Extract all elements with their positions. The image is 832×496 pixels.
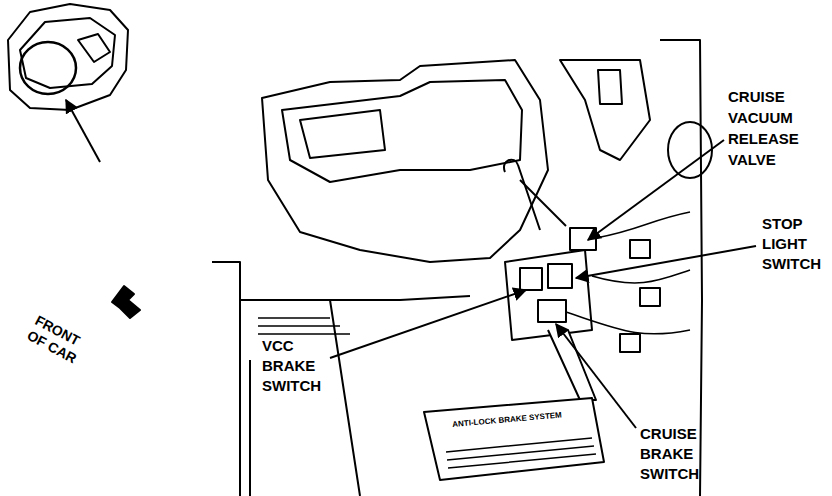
carpet-lines bbox=[258, 318, 350, 334]
console-side bbox=[250, 300, 360, 496]
vacuum-hose bbox=[504, 160, 540, 230]
cruise-switch bbox=[538, 300, 566, 322]
floor-edge bbox=[240, 296, 470, 300]
column bbox=[520, 180, 566, 226]
dash-detail bbox=[300, 110, 385, 158]
leader-line bbox=[330, 290, 526, 358]
leader-line bbox=[576, 246, 756, 278]
inset-interior bbox=[20, 18, 115, 88]
inset-circle bbox=[20, 42, 76, 94]
wires bbox=[566, 212, 690, 334]
connector bbox=[630, 240, 650, 258]
stop-switch bbox=[548, 264, 572, 288]
direction-label: FRONT OF CAR bbox=[24, 312, 95, 371]
harness-loop bbox=[668, 122, 712, 178]
vcc-switch bbox=[520, 268, 542, 290]
inset-arrow bbox=[66, 100, 100, 162]
part-label: CRUISE VACUUM RELEASE VALVE bbox=[728, 86, 799, 170]
connector bbox=[640, 288, 660, 306]
pedal-ribs bbox=[446, 438, 596, 468]
bracket bbox=[598, 70, 622, 104]
switch-bracket bbox=[505, 250, 592, 340]
vacuum-valve bbox=[570, 228, 596, 250]
leader-line bbox=[556, 324, 636, 428]
dash-panel bbox=[282, 80, 522, 182]
direction-arrow bbox=[112, 286, 140, 318]
brake-pedal bbox=[424, 398, 604, 480]
inset-car bbox=[8, 4, 128, 110]
kick-panel bbox=[212, 262, 240, 496]
part-label: STOP LIGHT SWITCH bbox=[762, 214, 821, 274]
part-label: CRUISE BRAKE SWITCH bbox=[640, 424, 699, 484]
trim-panel bbox=[560, 60, 650, 160]
part-label: VCC BRAKE SWITCH bbox=[262, 336, 321, 396]
leader-line bbox=[588, 140, 724, 240]
inset-seat bbox=[78, 34, 110, 62]
dashboard bbox=[262, 60, 548, 262]
connector bbox=[620, 334, 640, 352]
